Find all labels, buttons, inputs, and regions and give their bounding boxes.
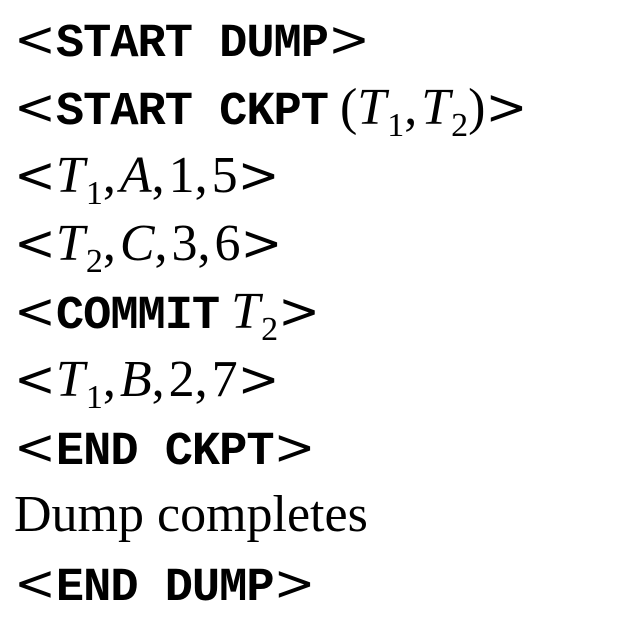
open-angle: <: [14, 10, 56, 68]
open-angle: <: [14, 146, 56, 204]
new-value: 7: [211, 351, 238, 408]
comma: ,: [151, 351, 165, 408]
old-value: 1: [168, 147, 195, 204]
close-angle: >: [237, 350, 280, 408]
keyword: START DUMP: [55, 18, 329, 71]
txn-name: T: [231, 283, 261, 340]
element-name: B: [119, 351, 152, 408]
new-value: 5: [211, 147, 238, 204]
txn-name: T: [55, 215, 85, 272]
txn-name: T: [55, 147, 85, 204]
comma: ,: [197, 215, 211, 272]
comma: ,: [151, 147, 165, 204]
txn-subscript: 2: [261, 311, 279, 348]
close-angle: >: [240, 214, 283, 272]
update-record: T1,B,2,7: [55, 351, 238, 415]
keyword: START CKPT: [55, 86, 329, 139]
log-listing: <START DUMP> <START CKPT(T1,T2)> <T1,A,1…: [14, 0, 634, 616]
close-angle: >: [278, 282, 320, 340]
comma: ,: [102, 215, 116, 272]
txn-subscript: 2: [85, 243, 103, 280]
keyword: COMMIT: [55, 290, 220, 343]
txn-name: T: [421, 79, 451, 136]
close-paren: ): [468, 79, 486, 136]
commit-txn: T2: [231, 283, 278, 347]
close-angle: >: [485, 78, 528, 136]
element-name: A: [119, 147, 152, 204]
open-angle: <: [14, 214, 56, 272]
open-angle: <: [14, 418, 56, 476]
txn-name: T: [357, 79, 387, 136]
comma: ,: [404, 79, 418, 136]
comma: ,: [154, 215, 168, 272]
log-line-dump-completes: Dump completes: [14, 482, 634, 548]
new-value: 6: [214, 215, 241, 272]
txn-subscript: 1: [85, 379, 103, 416]
update-record: T1,A,1,5: [55, 147, 238, 211]
open-paren: (: [339, 79, 358, 136]
log-line-start-ckpt: <START CKPT(T1,T2)>: [14, 74, 634, 143]
close-angle: >: [237, 146, 280, 204]
comma: ,: [194, 147, 208, 204]
log-line-update-record: <T1,A,1,5>: [14, 142, 634, 211]
log-line-start-dump: <START DUMP>: [14, 6, 634, 72]
keyword: END CKPT: [55, 426, 275, 479]
element-name: C: [119, 215, 155, 272]
log-line-update-record: <T1,B,2,7>: [14, 346, 634, 415]
txn-subscript: 1: [85, 175, 103, 212]
txn-name: T: [55, 351, 85, 408]
close-angle: >: [273, 554, 316, 612]
update-record: T2,C,3,6: [55, 215, 241, 279]
txn-subscript: 2: [451, 107, 469, 144]
txn-subscript: 1: [387, 107, 405, 144]
log-line-end-dump: <END DUMP>: [14, 550, 634, 616]
plain-text: Dump completes: [14, 486, 368, 543]
old-value: 2: [168, 351, 195, 408]
comma: ,: [102, 147, 116, 204]
open-angle: <: [14, 554, 56, 612]
old-value: 3: [171, 215, 198, 272]
open-angle: <: [14, 350, 56, 408]
txn-list: (T1,T2): [339, 79, 486, 143]
comma: ,: [102, 351, 116, 408]
keyword: END DUMP: [55, 562, 275, 615]
open-angle: <: [14, 78, 56, 136]
open-angle: <: [14, 282, 56, 340]
close-angle: >: [273, 418, 316, 476]
log-line-update-record: <T2,C,3,6>: [14, 210, 634, 279]
log-line-end-ckpt: <END CKPT>: [14, 414, 634, 480]
comma: ,: [194, 351, 208, 408]
close-angle: >: [327, 10, 370, 68]
